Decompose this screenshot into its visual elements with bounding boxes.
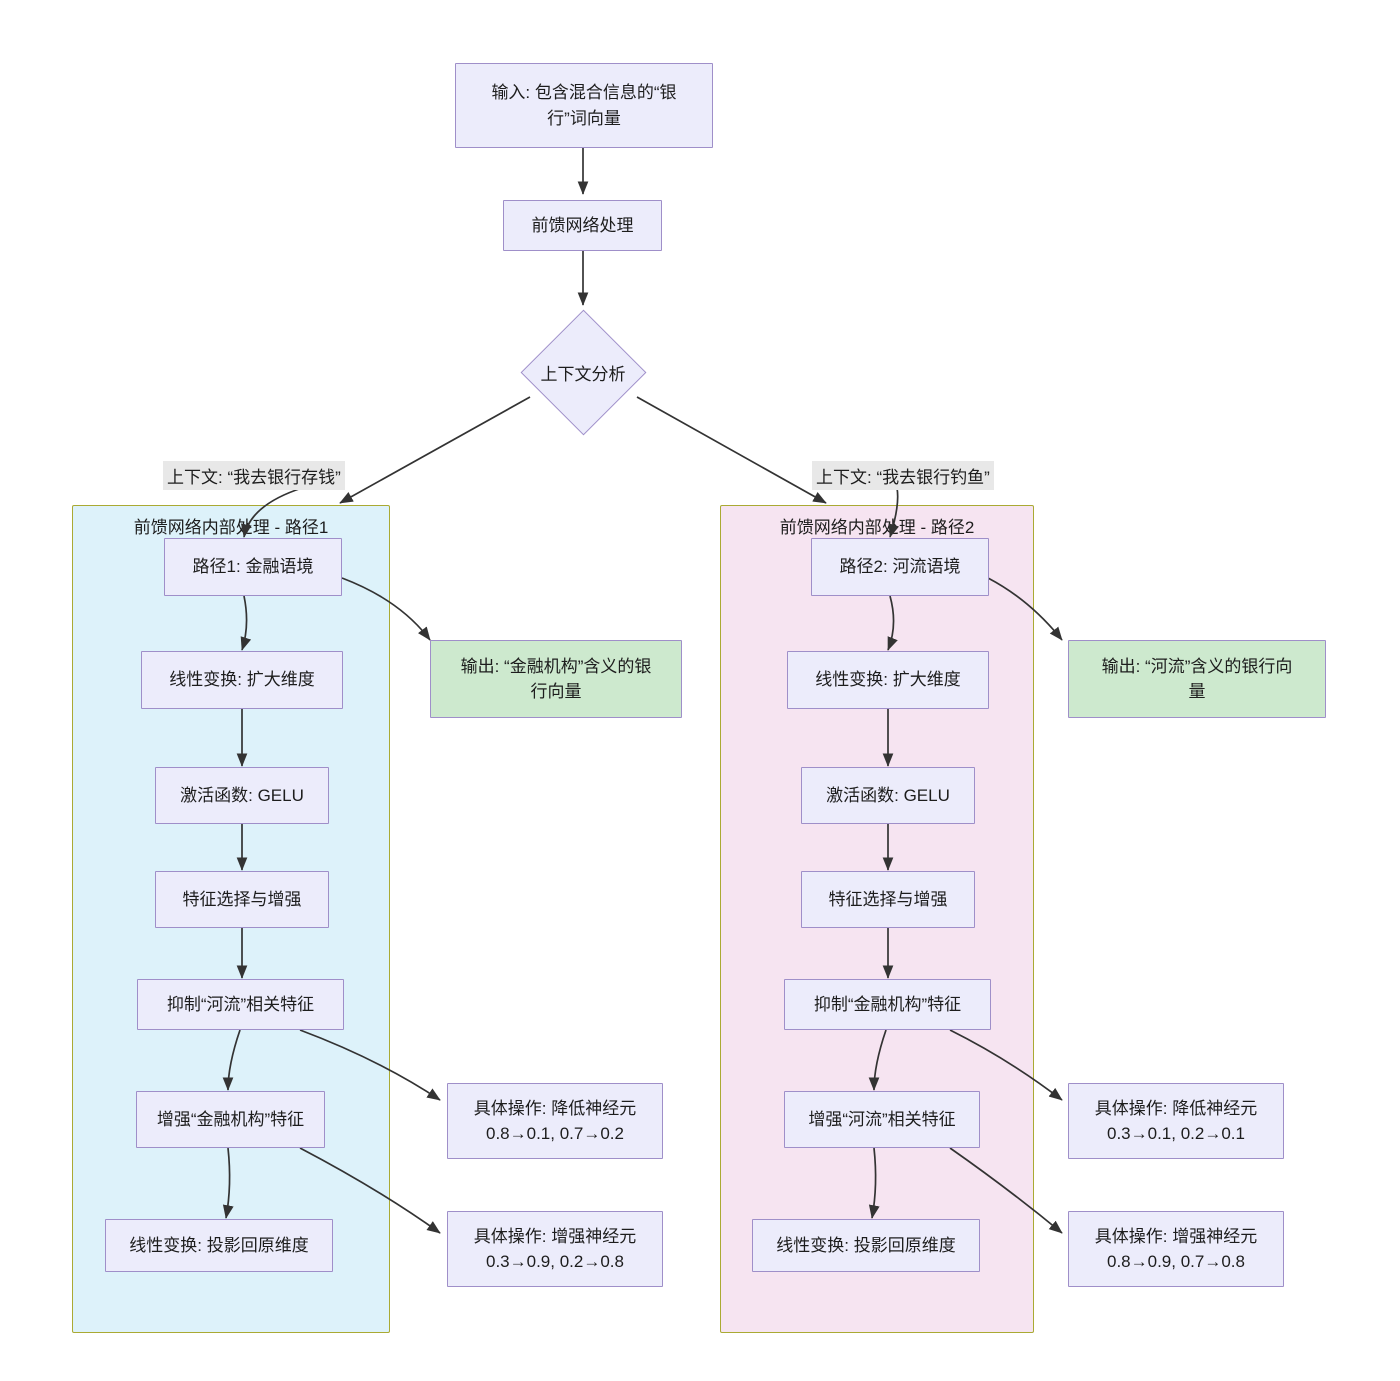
node-ffn[interactable]: 前馈网络处理: [503, 200, 662, 251]
left-detail-1[interactable]: 具体操作: 降低神经元 0.8→0.1, 0.7→0.2: [447, 1083, 663, 1159]
right-step-3[interactable]: 激活函数: GELU: [801, 767, 975, 824]
right-detail-2-label: 具体操作: 增强神经元 0.8→0.9, 0.7→0.8: [1094, 1226, 1258, 1272]
node-decision-context-analysis[interactable]: 上下文分析: [520, 309, 646, 435]
right-output[interactable]: 输出: “河流”含义的银行向 量: [1068, 640, 1326, 718]
right-step-7[interactable]: 线性变换: 投影回原维度: [752, 1219, 980, 1272]
left-detail-2[interactable]: 具体操作: 增强神经元 0.3→0.9, 0.2→0.8: [447, 1211, 663, 1287]
right-step-4-label: 特征选择与增强: [828, 889, 948, 909]
node-input[interactable]: 输入: 包含混合信息的“银 行”词向量: [455, 63, 713, 148]
node-input-label: 输入: 包含混合信息的“银 行”词向量: [491, 83, 677, 128]
left-output[interactable]: 输出: “金融机构”含义的银 行向量: [430, 640, 682, 718]
left-step-3-label: 激活函数: GELU: [180, 785, 304, 805]
right-step-1-label: 路径2: 河流语境: [839, 557, 961, 577]
node-decision-label: 上下文分析: [540, 364, 626, 384]
left-output-label: 输出: “金融机构”含义的银 行向量: [460, 656, 652, 702]
right-step-5-label: 抑制“金融机构”特征: [813, 994, 962, 1014]
right-step-5[interactable]: 抑制“金融机构”特征: [784, 979, 991, 1030]
right-step-6-label: 增强“河流”相关特征: [808, 1109, 956, 1129]
edge-label-right-context: 上下文: “我去银行钓鱼”: [812, 461, 994, 490]
right-step-2-label: 线性变换: 扩大维度: [815, 670, 961, 690]
right-detail-2[interactable]: 具体操作: 增强神经元 0.8→0.9, 0.7→0.8: [1068, 1211, 1284, 1287]
left-step-4-label: 特征选择与增强: [182, 889, 302, 909]
edge-label-left-context: 上下文: “我去银行存钱”: [163, 461, 345, 490]
left-detail-1-label: 具体操作: 降低神经元 0.8→0.1, 0.7→0.2: [473, 1098, 637, 1144]
subgraph-right-title: 前馈网络内部处理 - 路径2: [779, 518, 975, 537]
left-step-7[interactable]: 线性变换: 投影回原维度: [105, 1219, 333, 1272]
right-step-2[interactable]: 线性变换: 扩大维度: [787, 651, 989, 709]
left-step-1-label: 路径1: 金融语境: [192, 557, 314, 577]
right-step-6[interactable]: 增强“河流”相关特征: [784, 1091, 980, 1148]
left-step-6[interactable]: 增强“金融机构”特征: [136, 1091, 325, 1148]
right-step-4[interactable]: 特征选择与增强: [801, 871, 975, 928]
node-ffn-label: 前馈网络处理: [531, 215, 634, 235]
left-step-2[interactable]: 线性变换: 扩大维度: [141, 651, 343, 709]
right-detail-1-label: 具体操作: 降低神经元 0.3→0.1, 0.2→0.1: [1094, 1098, 1258, 1144]
left-step-1[interactable]: 路径1: 金融语境: [164, 538, 342, 596]
subgraph-left-title: 前馈网络内部处理 - 路径1: [133, 518, 329, 537]
right-step-1[interactable]: 路径2: 河流语境: [811, 538, 989, 596]
left-step-5[interactable]: 抑制“河流”相关特征: [137, 979, 344, 1030]
left-step-3[interactable]: 激活函数: GELU: [155, 767, 329, 824]
left-step-4[interactable]: 特征选择与增强: [155, 871, 329, 928]
left-step-2-label: 线性变换: 扩大维度: [169, 670, 315, 690]
left-step-7-label: 线性变换: 投影回原维度: [129, 1235, 309, 1255]
left-step-5-label: 抑制“河流”相关特征: [166, 994, 315, 1014]
right-output-label: 输出: “河流”含义的银行向 量: [1101, 656, 1293, 702]
right-step-7-label: 线性变换: 投影回原维度: [776, 1235, 956, 1255]
right-detail-1[interactable]: 具体操作: 降低神经元 0.3→0.1, 0.2→0.1: [1068, 1083, 1284, 1159]
left-detail-2-label: 具体操作: 增强神经元 0.3→0.9, 0.2→0.8: [473, 1226, 637, 1272]
right-step-3-label: 激活函数: GELU: [826, 785, 950, 805]
left-step-6-label: 增强“金融机构”特征: [156, 1109, 305, 1129]
